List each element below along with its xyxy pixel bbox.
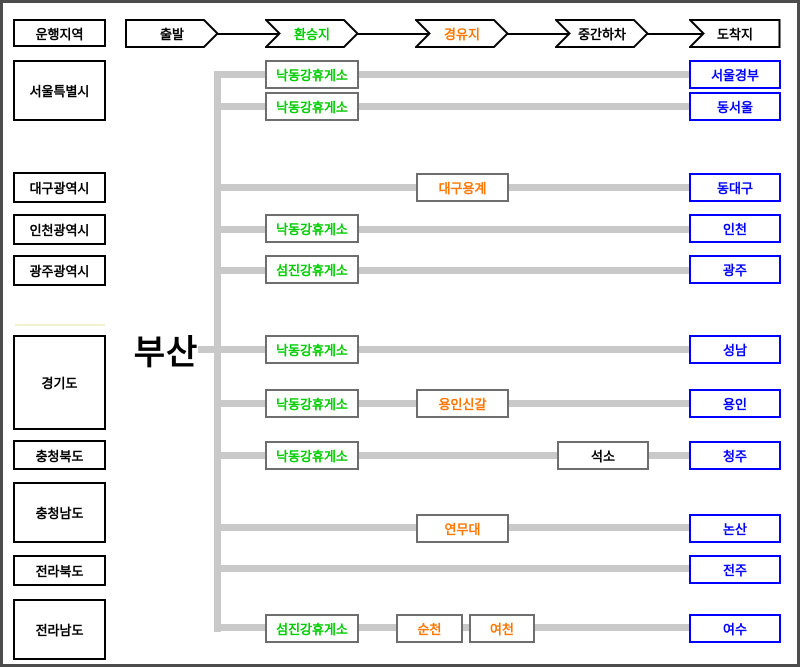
- region-box-jeonnam: 전라남도: [13, 599, 106, 660]
- region-label: 경기도: [41, 376, 78, 391]
- transfer-label: 섬진강휴게소: [276, 263, 348, 278]
- region-box-gwangju: 광주광역시: [13, 255, 106, 286]
- route-line: [214, 71, 691, 78]
- region-label: 광주광역시: [29, 264, 90, 279]
- via-box: 여천: [469, 614, 535, 643]
- arrow-shape-icon: [415, 19, 509, 48]
- destination-box: 논산: [689, 514, 781, 543]
- midstop-label: 석소: [591, 449, 615, 464]
- transfer-box: 낙동강휴게소: [265, 92, 359, 121]
- destination-box: 광주: [689, 255, 781, 284]
- route-line: [214, 226, 691, 233]
- header-connector: [357, 33, 430, 35]
- region-box-seoul: 서울특별시: [13, 60, 106, 121]
- transfer-box: 낙동강휴게소: [265, 441, 359, 470]
- transfer-box: 섬진강휴게소: [265, 255, 359, 284]
- destination-label: 용인: [723, 397, 747, 412]
- destination-label: 광주: [723, 263, 747, 278]
- header-label-arrive: 도착지: [717, 27, 753, 42]
- via-label: 순천: [417, 622, 442, 637]
- region-box-daegu: 대구광역시: [13, 172, 106, 203]
- transfer-label: 낙동강휴게소: [276, 68, 348, 83]
- header-arrow-via: 경유지: [415, 19, 509, 48]
- header-connector: [217, 33, 280, 35]
- header-label-depart: 출발: [160, 27, 184, 42]
- region-label: 서울특별시: [29, 84, 90, 99]
- via-label: 대구용계: [438, 181, 487, 196]
- transfer-label: 섬진강휴게소: [276, 622, 348, 637]
- faint-divider-line: [15, 324, 105, 326]
- transfer-label: 낙동강휴게소: [276, 222, 348, 237]
- region-label: 충청남도: [35, 506, 84, 521]
- destination-box: 전주: [689, 555, 781, 584]
- arrow-shape-icon: [689, 19, 781, 48]
- midstop-box: 석소: [557, 441, 649, 470]
- transfer-label: 낙동강휴게소: [276, 397, 348, 412]
- transfer-label: 낙동강휴게소: [276, 100, 348, 115]
- region-box-gyeonggi: 경기도: [13, 335, 106, 430]
- arrow-shape-icon: [125, 19, 219, 48]
- region-label: 전라남도: [35, 623, 84, 638]
- route-line: [214, 565, 691, 572]
- transfer-box: 낙동강휴게소: [265, 214, 359, 243]
- via-box: 용인신갈: [416, 389, 509, 418]
- header-connector: [647, 33, 704, 35]
- via-label: 연무대: [444, 522, 481, 537]
- region-box-jeonbuk: 전라북도: [13, 555, 106, 586]
- destination-label: 동서울: [717, 100, 753, 115]
- region-label: 인천광역시: [29, 223, 90, 238]
- destination-box: 인천: [689, 214, 781, 243]
- region-box-chungbuk: 충청북도: [13, 440, 106, 470]
- destination-box: 여수: [689, 614, 781, 643]
- region-box-incheon: 인천광역시: [13, 214, 106, 245]
- header-connector: [507, 33, 570, 35]
- destination-box: 동서울: [689, 92, 781, 121]
- via-box: 대구용계: [416, 173, 509, 202]
- region-label: 대구광역시: [29, 181, 90, 196]
- destination-label: 인천: [723, 222, 747, 237]
- transfer-label: 낙동강휴게소: [276, 343, 348, 358]
- arrow-shape-icon: [265, 19, 359, 48]
- header-arrow-midstop: 중간하차: [555, 19, 649, 48]
- transfer-box: 낙동강휴게소: [265, 60, 359, 89]
- legend-title: 운행지역: [35, 26, 84, 42]
- via-box: 순천: [396, 614, 463, 643]
- region-box-chungnam: 충청남도: [13, 482, 106, 543]
- destination-label: 서울경부: [711, 68, 759, 83]
- destination-box: 청주: [689, 441, 781, 470]
- destination-label: 성남: [723, 343, 747, 358]
- header-label-via: 경유지: [444, 27, 480, 42]
- destination-box: 서울경부: [689, 60, 781, 89]
- origin-connector-line: [198, 346, 220, 353]
- destination-box: 용인: [689, 389, 781, 418]
- header-label-midstop: 중간하차: [578, 27, 626, 42]
- header-arrow-transfer: 환승지: [265, 19, 359, 48]
- via-label: 여천: [490, 622, 514, 637]
- arrow-shape-icon: [555, 19, 649, 48]
- destination-box: 동대구: [689, 173, 781, 202]
- destination-label: 논산: [723, 522, 747, 537]
- transfer-box: 섬진강휴게소: [265, 614, 359, 643]
- via-box: 연무대: [416, 514, 509, 543]
- destination-label: 동대구: [717, 181, 753, 196]
- legend-title-box: 운행지역: [13, 19, 106, 47]
- via-label: 용인신갈: [438, 397, 487, 412]
- route-line: [214, 103, 691, 110]
- transfer-box: 낙동강휴게소: [265, 389, 359, 418]
- route-line: [214, 346, 691, 353]
- destination-label: 청주: [723, 449, 747, 464]
- region-label: 충청북도: [35, 448, 84, 464]
- region-label: 전라북도: [35, 564, 84, 579]
- destination-label: 여수: [723, 622, 747, 637]
- destination-label: 전주: [723, 563, 747, 578]
- header-arrow-depart: 출발: [125, 19, 219, 48]
- route-line: [214, 452, 691, 459]
- header-arrow-arrive: 도착지: [689, 19, 781, 48]
- destination-box: 성남: [689, 335, 781, 364]
- transfer-label: 낙동강휴게소: [276, 449, 348, 464]
- route-line: [214, 267, 691, 274]
- header-label-transfer: 환승지: [294, 27, 330, 42]
- origin-label: 부산: [133, 334, 199, 372]
- transfer-box: 낙동강휴게소: [265, 335, 359, 364]
